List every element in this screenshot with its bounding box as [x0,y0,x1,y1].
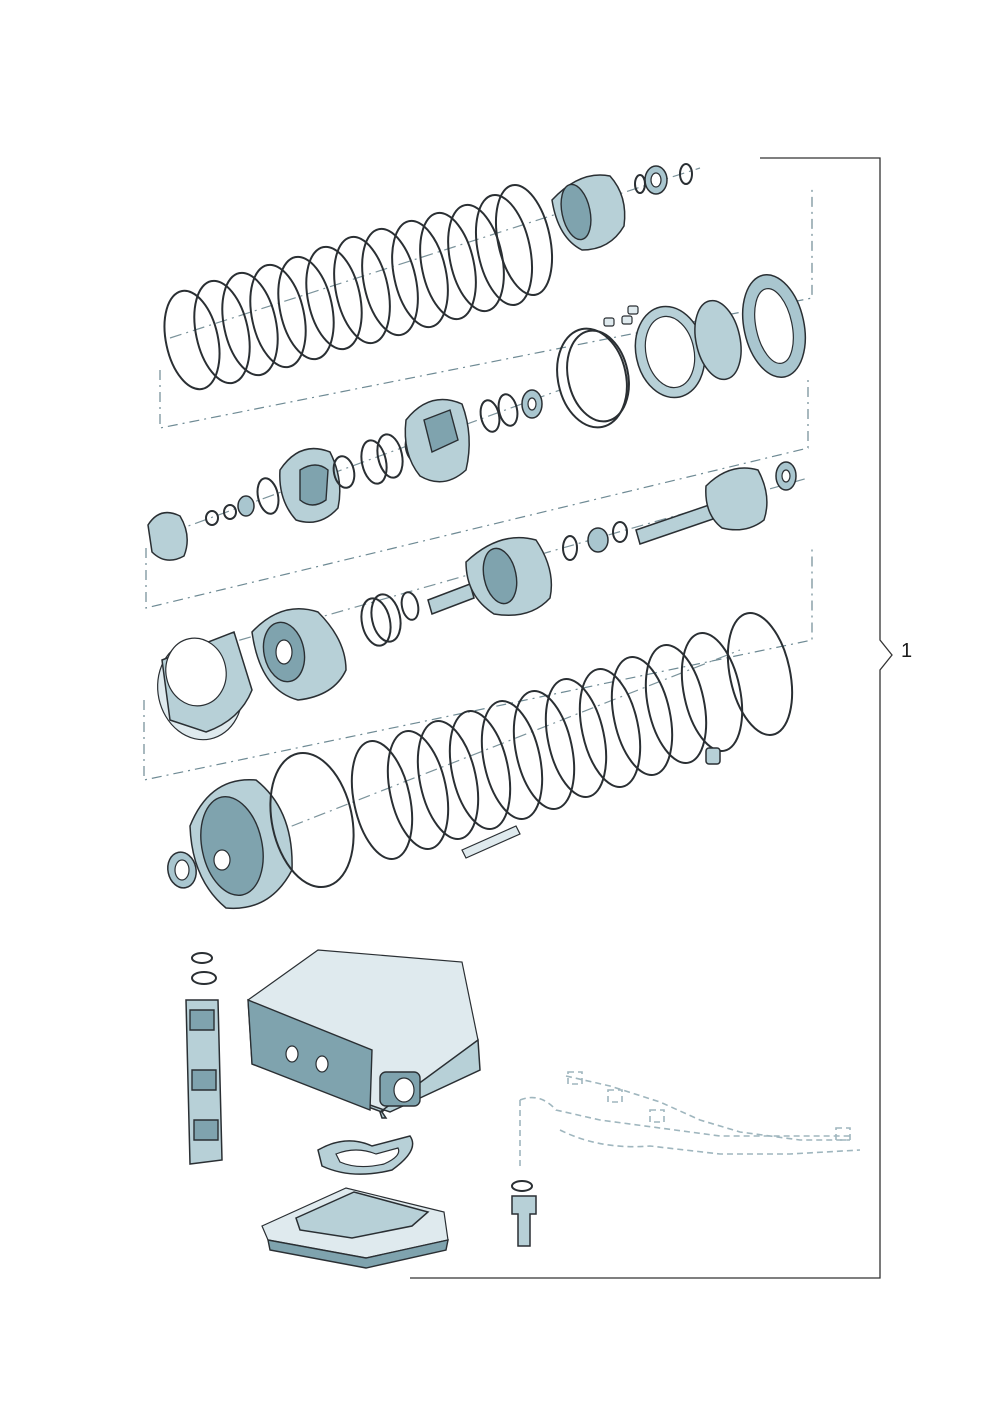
kit-bracket [410,157,893,1279]
row-3-drum-gearsets [143,461,813,781]
row-1-clutch-pack [159,163,813,429]
row-2-planetary-bearing [145,274,809,609]
callout-label-1: 1 [901,640,913,662]
row-4-pump-plate-pack [167,612,794,910]
valve-body-section [185,949,861,1269]
